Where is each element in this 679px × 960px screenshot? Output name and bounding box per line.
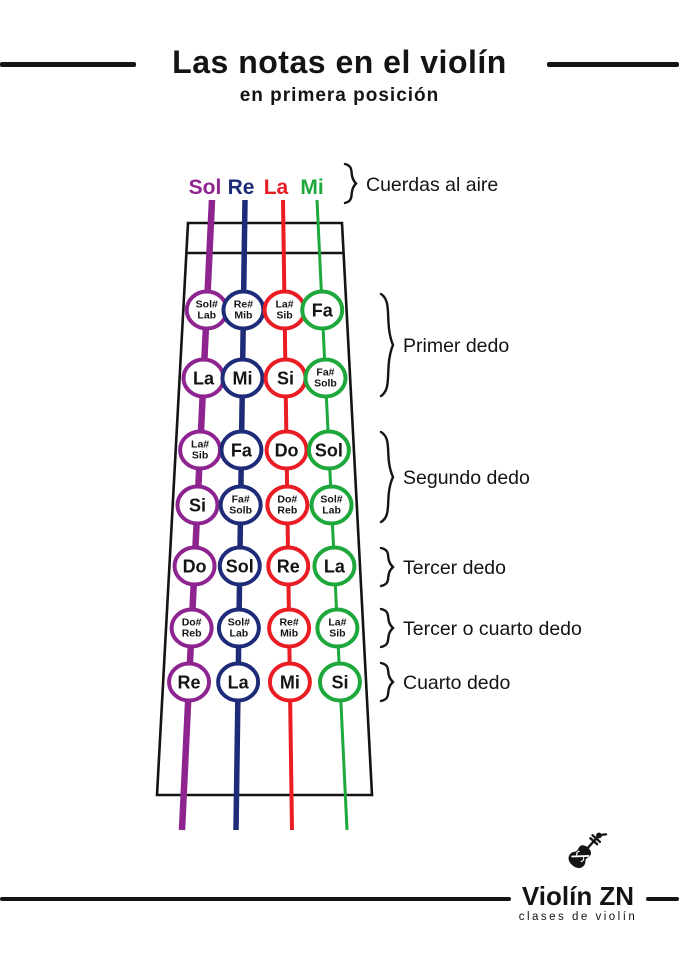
note-circle-la [216,661,261,703]
note-circle-mi [220,357,265,399]
note-circle-las-sib [315,607,360,649]
note-label: La#Sib [191,439,209,462]
logo-rule-right [646,897,679,901]
note-label: Re#Mib [234,299,253,322]
title-rule-right [547,62,679,67]
note-label: La#Sib [328,617,346,640]
note-circle-fa [219,429,264,471]
violin-neck [585,835,600,850]
note-circle-do [264,429,309,471]
note-label: Sol#Lab [320,494,342,517]
note-circle-re [266,545,311,587]
brace-cuarto-dedo [379,661,395,703]
violin-strings-highlight [571,855,590,858]
note-label: Mi [232,369,252,389]
finger-label-cuarto-dedo: Cuarto dedo [403,672,510,694]
note-label: Sol [226,557,254,577]
string-label-mi: Mi [300,176,323,199]
finger-label-tercer-dedo: Tercer dedo [403,557,506,579]
note-label: Fa [231,441,253,461]
open-strings-label: Cuerdas al aire [366,174,498,196]
note-circle-fa [300,289,345,331]
note-label: Do [275,441,299,461]
string-label-la: La [264,176,289,199]
note-label: Sol#Lab [228,617,250,640]
note-label: La [324,557,346,577]
brace-segundo-dedo [379,430,395,524]
note-label: Si [331,673,348,693]
note-circle-do [172,545,217,587]
note-label: Sol#Lab [196,299,218,322]
violin-f-hole [576,850,580,856]
note-label: Re#Mib [279,617,298,640]
note-circle-fas-solb [303,357,348,399]
note-label: Re [277,557,300,577]
title-rule-left [0,62,136,67]
page-title: Las notas en el violín [172,44,507,80]
note-circle-sols-lab [309,484,354,526]
note-label: Do#Reb [182,617,202,640]
string-label-re: Re [228,176,255,199]
note-circle-si [317,661,362,703]
note-circle-re [167,661,212,703]
finger-label-primer-dedo: Primer dedo [403,335,509,357]
note-label: La [193,369,215,389]
fingerboard-outline [155,221,374,797]
note-circle-sol [217,545,262,587]
logo-rule-left [0,897,511,901]
string-label-sol: Sol [189,176,222,199]
note-label: Fa [312,301,334,321]
note-label: Mi [280,673,300,693]
page-subtitle: en primera posición [239,85,440,106]
brace-tercer-o-cuarto-dedo [379,607,395,649]
note-label: Do [183,557,207,577]
finger-label-tercer-o-cuarto-dedo: Tercer o cuarto dedo [403,618,582,640]
note-label: Si [189,496,206,516]
note-circle-res-mib [267,607,312,649]
note-circle-dos-reb [265,484,310,526]
brace-tercer-dedo [379,546,395,588]
note-circle-sols-lab [216,607,261,649]
note-label: La [228,673,250,693]
note-label: Fa#Solb [229,494,252,517]
note-circle-si [175,484,220,526]
note-label: Si [277,369,294,389]
note-label: Fa#Solb [314,367,337,390]
note-label: Sol [315,441,343,461]
note-label: La#Sib [276,299,294,322]
finger-label-segundo-dedo: Segundo dedo [403,467,530,489]
note-label: Do#Reb [277,494,297,517]
note-circle-dos-reb [169,607,214,649]
note-label: Re [178,673,201,693]
open-strings-brace [343,162,358,205]
note-circle-mi [267,661,312,703]
violin-f-hole [580,857,585,863]
logo-name: Violín ZN [521,881,635,911]
violin-icon [568,832,608,869]
note-circle-fas-solb [218,484,263,526]
brace-primer-dedo [379,292,395,398]
logo-tagline: clases de violín [518,911,638,923]
note-circle-sol [306,429,351,471]
note-circle-la [312,545,357,587]
